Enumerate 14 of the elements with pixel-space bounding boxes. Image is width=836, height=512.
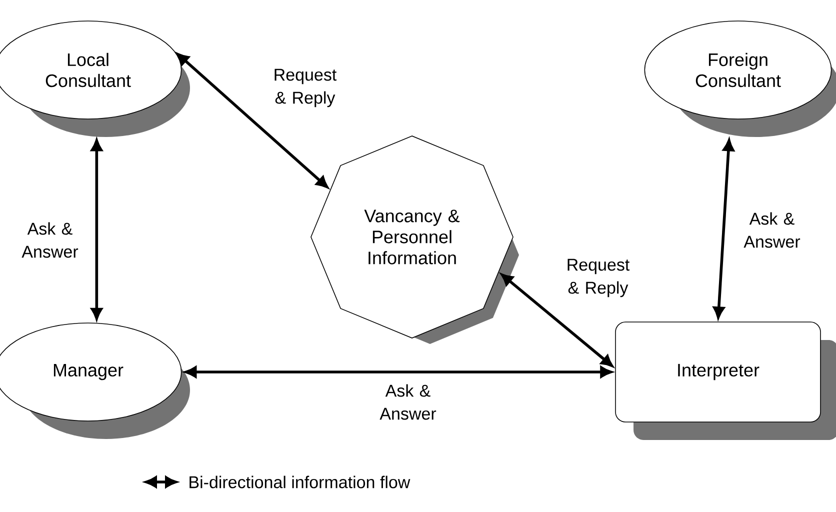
arrow (177, 53, 328, 188)
ellipse-node: Local Consultant (0, 20, 190, 137)
ellipse-node: Foreign Consultant (644, 20, 836, 137)
edge-label: Ask & Answer (731, 211, 813, 249)
arrow (501, 274, 613, 367)
edge-label: Request & Reply (557, 258, 639, 298)
node-label: Foreign Consultant (696, 52, 781, 88)
legend-text: Bi-directional information flow (190, 476, 410, 488)
rounded-box: Interpreter (615, 322, 836, 440)
edge-label: Request & Reply (264, 68, 346, 108)
ellipse-node: Manager (0, 322, 190, 439)
edge-label: Ask & Answer (367, 383, 449, 421)
edge-label: Ask & Answer (9, 221, 91, 259)
octagon-node: Vancancy & Personnel Information (310, 136, 519, 344)
